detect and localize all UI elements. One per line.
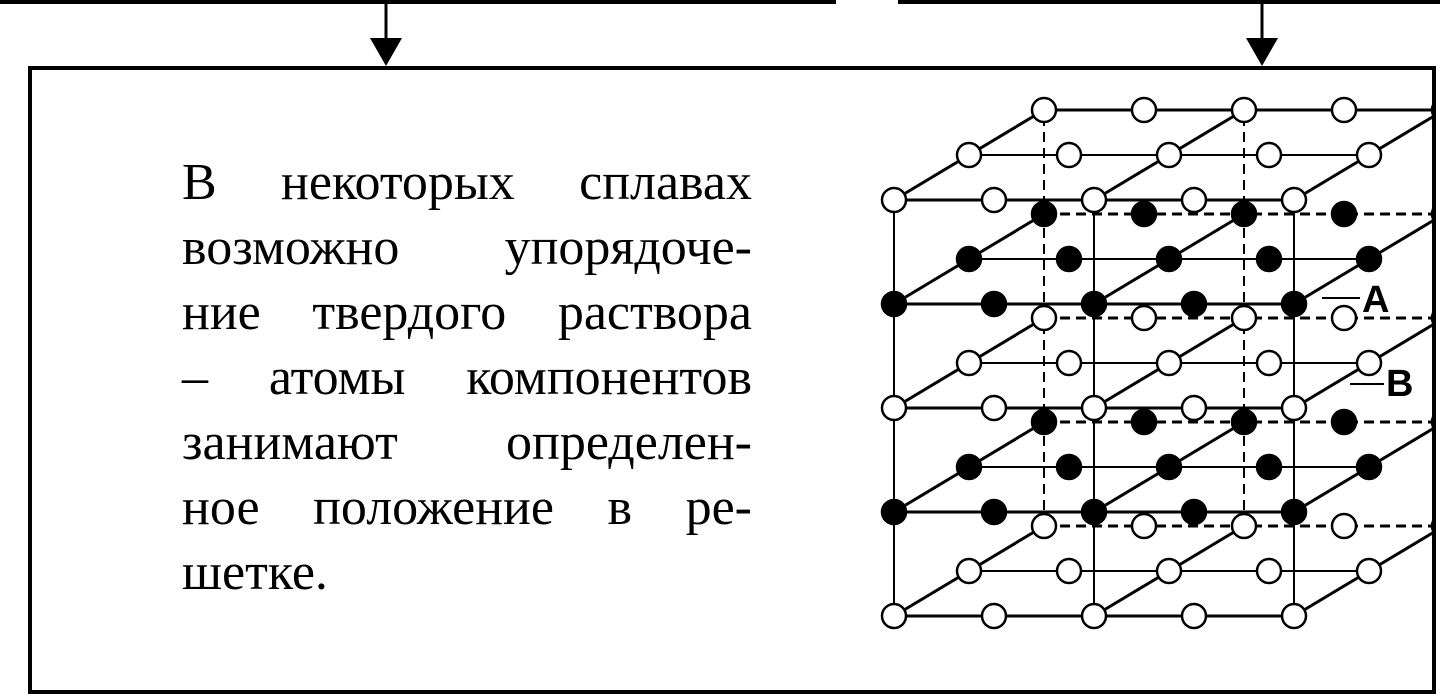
atom-b: [1330, 96, 1358, 124]
atom-a: [1280, 498, 1308, 526]
atom-a: [1155, 453, 1183, 481]
atom-b: [955, 557, 983, 585]
content-box: В некоторых сплавах возможно упорядоче- …: [28, 66, 1436, 694]
description-text: В некоторых сплавах возможно упорядоче- …: [182, 150, 752, 605]
description-line: возможно упорядоче-: [182, 219, 752, 276]
atom-b: [1030, 96, 1058, 124]
plane-b-label: B: [1386, 363, 1413, 405]
atom-a: [980, 498, 1008, 526]
atom-a: [1055, 453, 1083, 481]
atom-b: [1030, 304, 1058, 332]
atom-a: [1130, 200, 1158, 228]
atom-b: [880, 602, 908, 630]
atom-b: [1230, 512, 1258, 540]
atom-b: [1055, 349, 1083, 377]
description-line: – атомы компонентов: [182, 349, 752, 406]
atom-b: [1055, 141, 1083, 169]
right-arrow-head: [1246, 38, 1278, 66]
description-line: занимают определен-: [182, 414, 752, 471]
atom-a: [980, 290, 1008, 318]
atom-b: [1230, 304, 1258, 332]
atom-a: [1155, 245, 1183, 273]
lattice-labels: A B: [1322, 279, 1413, 405]
ordered-lattice-diagram: A B: [880, 96, 1432, 630]
description-line: ние твердого раствора: [182, 284, 752, 341]
atom-b: [980, 186, 1008, 214]
atom-a: [1255, 245, 1283, 273]
atom-b: [1280, 186, 1308, 214]
atom-b: [1330, 512, 1358, 540]
atom-b: [1180, 602, 1208, 630]
atom-b: [1355, 141, 1383, 169]
atom-b: [1180, 186, 1208, 214]
atom-a: [1355, 245, 1383, 273]
atom-b: [1080, 394, 1108, 422]
atom-a: [1030, 200, 1058, 228]
atom-a: [1230, 200, 1258, 228]
atom-b: [1080, 186, 1108, 214]
atom-a: [1255, 453, 1283, 481]
atom-b: [1355, 349, 1383, 377]
atom-b: [1180, 394, 1208, 422]
description-line: ное положение в ре-: [182, 479, 752, 536]
atom-b: [1255, 141, 1283, 169]
atom-a: [1230, 408, 1258, 436]
atom-b: [1330, 304, 1358, 332]
atom-a: [880, 498, 908, 526]
atom-b: [1155, 141, 1183, 169]
atom-a: [955, 453, 983, 481]
atom-b: [955, 141, 983, 169]
incoming-connectors: [0, 0, 1440, 66]
atom-a: [1355, 453, 1383, 481]
atom-b: [1130, 304, 1158, 332]
atom-a: [1080, 498, 1108, 526]
atom-b: [1355, 557, 1383, 585]
atom-b: [1130, 512, 1158, 540]
atom-b: [980, 602, 1008, 630]
atom-b: [1230, 96, 1258, 124]
atom-a: [955, 245, 983, 273]
atom-b: [1130, 96, 1158, 124]
atom-a: [1180, 498, 1208, 526]
left-arrow-head: [370, 38, 402, 66]
atom-b: [955, 349, 983, 377]
description-line: шетке.: [182, 544, 328, 601]
description-line: В некоторых сплавах: [182, 154, 752, 211]
atom-b: [880, 186, 908, 214]
plane-a-label: A: [1362, 279, 1389, 321]
atom-b: [1080, 602, 1108, 630]
atom-a: [880, 290, 908, 318]
atom-a: [1330, 200, 1358, 228]
atom-a: [1280, 290, 1308, 318]
atom-a: [1030, 408, 1058, 436]
atom-b: [1155, 557, 1183, 585]
atom-b: [880, 394, 908, 422]
atom-b: [1280, 394, 1308, 422]
atom-a: [1330, 408, 1358, 436]
atom-b: [1055, 557, 1083, 585]
atom-b: [980, 394, 1008, 422]
atom-b: [1030, 512, 1058, 540]
atom-b: [1155, 349, 1183, 377]
lattice-atoms: [880, 96, 1432, 630]
atom-a: [1080, 290, 1108, 318]
atom-a: [1130, 408, 1158, 436]
atom-a: [1055, 245, 1083, 273]
atom-a: [1180, 290, 1208, 318]
atom-b: [1280, 602, 1308, 630]
atom-b: [1255, 557, 1283, 585]
atom-b: [1255, 349, 1283, 377]
